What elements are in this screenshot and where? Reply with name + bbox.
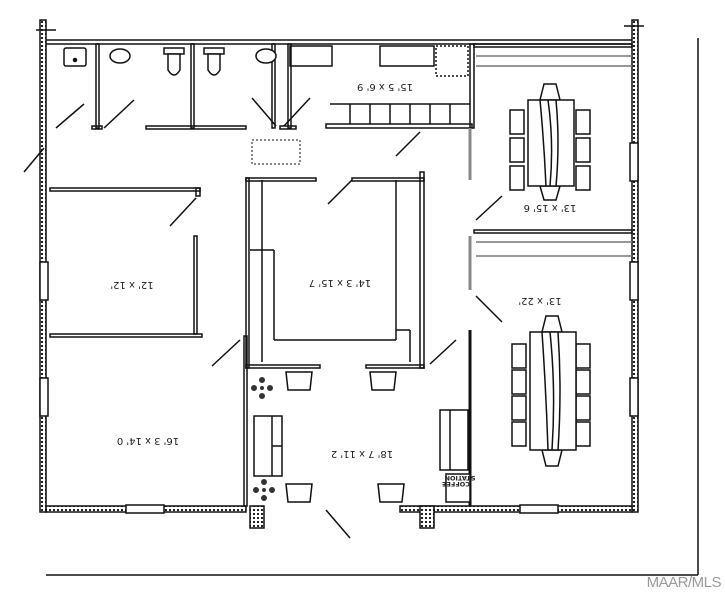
- room-label-office-left-upper: 12' x 12': [110, 279, 153, 290]
- sink-icon: [63, 47, 87, 67]
- room-label-lobby: 18' 7 x 11' 2: [331, 448, 393, 459]
- room-label-conference-small: 13' x 15' 6: [524, 202, 577, 213]
- watermark: MAAR/MLS: [646, 574, 722, 591]
- sofa-icon: [439, 409, 469, 471]
- room-label-storage: 15' 5 x 6' 9: [357, 81, 413, 92]
- armchair-icon: [369, 371, 397, 391]
- plant-icon: [253, 479, 275, 501]
- room-label-office-center: 14' 3 x 15' 7: [309, 277, 371, 288]
- toilet-icon: [167, 53, 181, 76]
- toilet-icon: [207, 53, 221, 76]
- coffee-label-line1: COFFEE: [442, 480, 470, 488]
- exterior-wall-bottom-right: [399, 505, 633, 513]
- sink-icon: [109, 48, 131, 64]
- coffee-label-line2: STATION: [445, 474, 476, 482]
- armchair-icon: [285, 483, 313, 503]
- room-label-conference-large: 13' x 22': [518, 295, 561, 306]
- room-label-office-left-lower: 16' 3 x 14' 0: [117, 435, 179, 446]
- plant-icon: [251, 377, 273, 399]
- armchair-icon: [377, 483, 405, 503]
- conference-table-small: [509, 83, 591, 201]
- coffee-station: [445, 473, 471, 503]
- armchair-icon: [285, 371, 313, 391]
- conference-table-large: [511, 315, 591, 467]
- sink-icon: [255, 48, 277, 64]
